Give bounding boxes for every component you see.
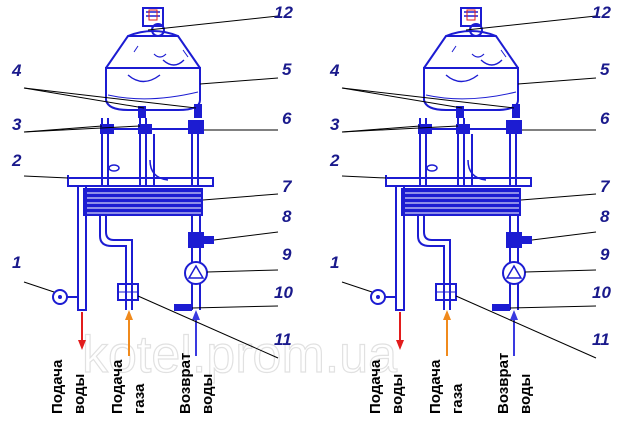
callout-12: 12 <box>592 3 611 22</box>
outlet-water-supply-line1: Подача <box>49 359 66 414</box>
outlet-water-return-line1: Возврат <box>495 353 512 414</box>
outlet-water-supply-line1: Подача <box>367 359 384 414</box>
callout-10: 10 <box>274 283 293 302</box>
callout-11: 11 <box>592 330 610 349</box>
callout-7: 7 <box>600 177 611 196</box>
callout-9: 9 <box>282 245 292 264</box>
callout-7: 7 <box>282 177 293 196</box>
outlet-water-return-line2: воды <box>199 374 216 414</box>
watermark: kotel.prom.ua <box>82 326 397 384</box>
callout-5: 5 <box>282 60 292 79</box>
outlet-gas-supply-line1: Подача <box>109 359 126 414</box>
callout-4: 4 <box>329 61 340 80</box>
outlet-gas-supply-line2: газа <box>449 383 466 414</box>
boiler-diagram-left: 12 5 6 7 8 9 10 11 4 3 2 1 Подача воды П… <box>11 3 293 414</box>
callout-3: 3 <box>330 115 340 134</box>
outlet-water-return-line1: Возврат <box>177 353 194 414</box>
callout-5: 5 <box>600 60 610 79</box>
callout-8: 8 <box>600 207 610 226</box>
callout-2: 2 <box>329 151 340 170</box>
callout-1: 1 <box>330 253 339 272</box>
callout-9: 9 <box>600 245 610 264</box>
callout-4: 4 <box>11 61 22 80</box>
outlet-water-return-line2: воды <box>517 374 534 414</box>
callout-12: 12 <box>274 3 293 22</box>
boiler-diagram-right: 12 5 6 7 8 9 10 11 4 3 2 1 Подача воды П… <box>329 3 611 414</box>
callout-2: 2 <box>11 151 22 170</box>
callout-10: 10 <box>592 283 611 302</box>
callout-8: 8 <box>282 207 292 226</box>
outlet-water-supply-line2: воды <box>389 374 406 414</box>
callout-6: 6 <box>282 109 292 128</box>
callout-11: 11 <box>274 330 292 349</box>
outlet-gas-supply-line1: Подача <box>427 359 444 414</box>
outlet-gas-supply-line2: газа <box>131 383 148 414</box>
callout-3: 3 <box>12 115 22 134</box>
callout-1: 1 <box>12 253 21 272</box>
callout-6: 6 <box>600 109 610 128</box>
outlet-water-supply-line2: воды <box>71 374 88 414</box>
